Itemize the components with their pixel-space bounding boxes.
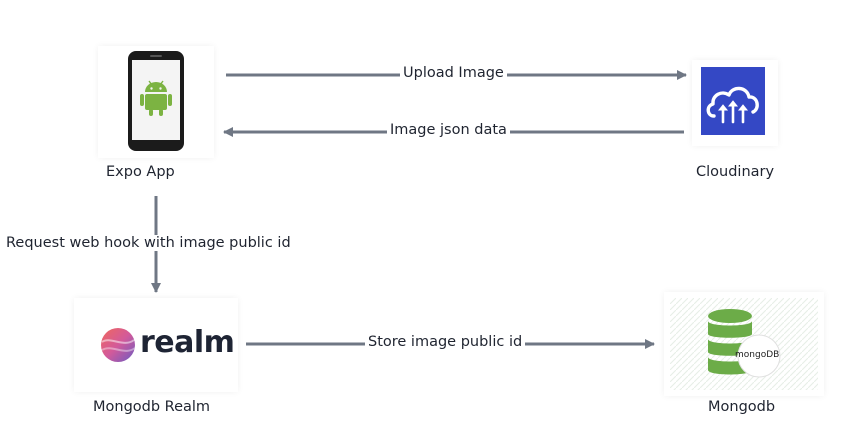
node-mongodb: mongoDB	[664, 292, 824, 396]
mongodb-logo-icon	[670, 298, 818, 390]
node-expo-app	[98, 46, 214, 158]
node-label-mongodb: Mongodb	[708, 399, 776, 415]
realm-logo-icon	[101, 328, 136, 362]
realm-logo-text: realm	[140, 325, 235, 360]
edge-label-json: Image json data	[387, 122, 510, 138]
edge-label-webhook: Request web hook with image public id	[3, 235, 294, 251]
node-cloudinary	[692, 60, 778, 146]
node-label-expo: Expo App	[106, 164, 175, 180]
edge-label-store: Store image public id	[365, 334, 526, 350]
android-phone-icon	[128, 51, 184, 151]
edge-label-upload: Upload Image	[400, 65, 507, 81]
mongodb-logo-text: mongoDB	[735, 350, 780, 360]
node-mongodb-realm: realm	[74, 298, 238, 392]
node-label-realm: Mongodb Realm	[93, 399, 211, 415]
cloudinary-logo-icon	[701, 67, 765, 135]
node-label-cloudinary: Cloudinary	[696, 164, 775, 180]
